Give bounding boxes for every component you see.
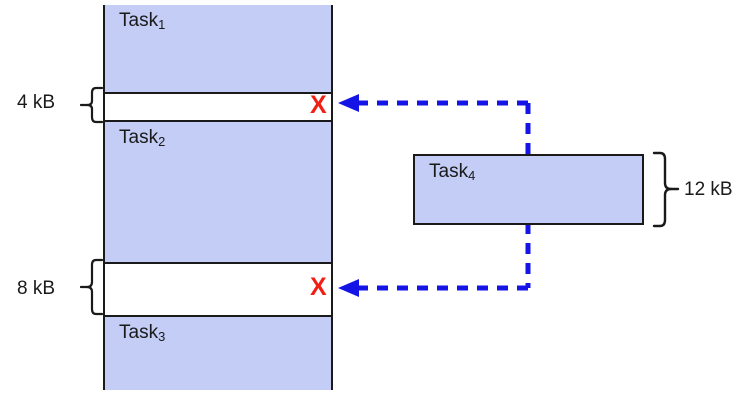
block-label-task3: Task3	[119, 322, 166, 345]
connector-to-lower-hole	[338, 279, 528, 297]
block-label-task1: Task1	[119, 10, 166, 33]
block-label-task2: Task2	[119, 127, 166, 150]
memory-block-task2: Task2	[105, 120, 331, 264]
brace-12kb-icon	[652, 151, 680, 228]
block-label-task4: Task4	[429, 161, 476, 184]
incoming-task-box-task4: Task4	[413, 154, 644, 225]
memory-column: Task1 Task2 Task3	[103, 5, 333, 390]
hole-size-label-4kb: 4 kB	[17, 92, 56, 113]
memory-block-task3: Task3	[105, 315, 331, 390]
incoming-task-size-label-12kb: 12 kB	[684, 179, 733, 200]
brace-8kb-icon	[80, 258, 104, 316]
memory-hole-8kb	[105, 264, 331, 315]
brace-4kb-icon	[80, 86, 104, 124]
hole-size-label-8kb: 8 kB	[17, 278, 56, 299]
memory-block-task1: Task1	[105, 5, 331, 94]
reject-mark-upper-hole: X	[310, 91, 327, 119]
reject-mark-lower-hole: X	[310, 273, 327, 301]
connector-to-upper-hole	[338, 94, 528, 112]
memory-hole-4kb	[105, 94, 331, 120]
